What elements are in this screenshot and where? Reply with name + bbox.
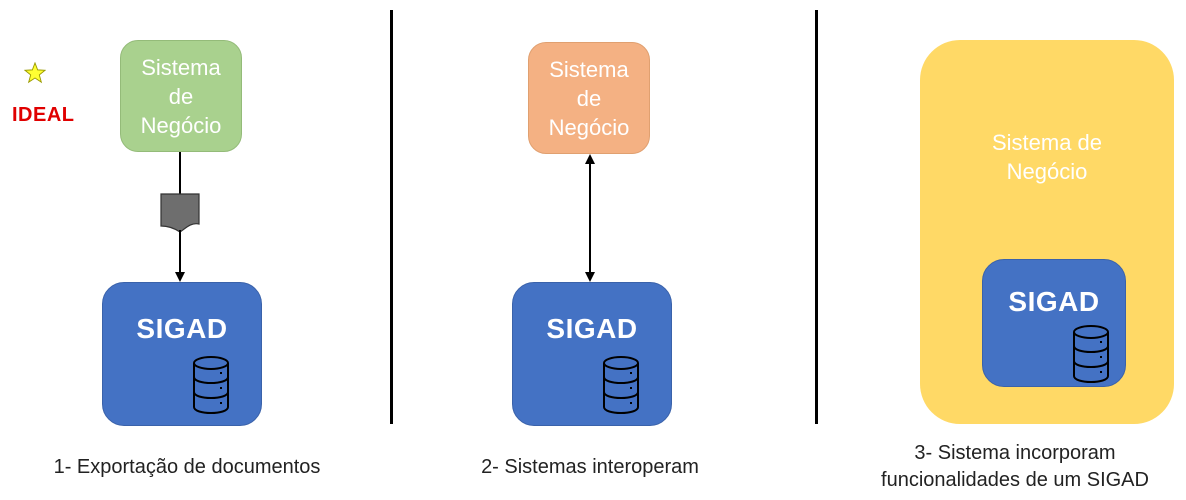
divider-1	[390, 10, 393, 424]
caption-3: 3- Sistema incorporam funcionalidades de…	[881, 442, 1149, 491]
sigad-label-3: SIGAD	[1008, 286, 1100, 317]
caption-1: 1- Exportação de documentos	[53, 456, 321, 478]
business-system-box-1: Sistema de Negócio	[120, 40, 242, 152]
business-system-label-1: Sistema de Negócio	[140, 54, 222, 138]
export-connector	[160, 152, 200, 282]
business-system-label-3: Sistema de Negócio	[991, 130, 1103, 184]
divider-2	[815, 10, 818, 424]
caption-2: 2- Sistemas interoperam	[481, 456, 699, 478]
database-icon	[193, 356, 229, 414]
business-system-box-2: Sistema de Negócio	[528, 42, 650, 154]
database-icon	[603, 356, 639, 414]
sigad-box-1: SIGAD	[102, 282, 262, 426]
document-icon	[160, 193, 200, 233]
sigad-box-3: SIGAD	[982, 259, 1126, 387]
business-system-label-2: Sistema de Negócio	[548, 56, 630, 140]
database-icon	[1073, 325, 1109, 383]
sigad-label-2: SIGAD	[546, 313, 638, 344]
sigad-label-1: SIGAD	[136, 313, 228, 344]
star-icon	[24, 62, 46, 84]
ideal-label: IDEAL	[12, 104, 75, 126]
sigad-box-2: SIGAD	[512, 282, 672, 426]
interop-connector	[585, 154, 595, 282]
